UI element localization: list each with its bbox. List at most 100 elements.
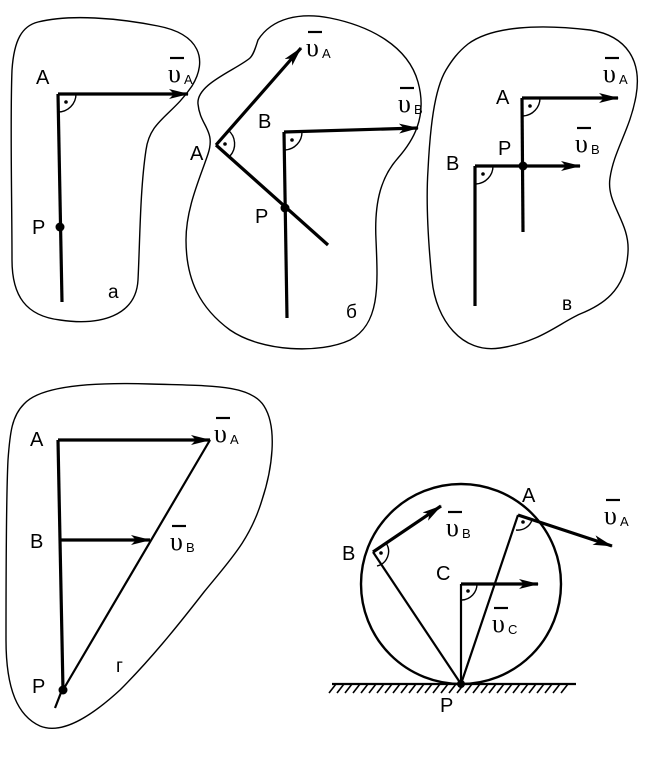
hatch-mark [440, 683, 449, 694]
velocity-sub-b-g: B [186, 540, 195, 555]
body-outline-v [426, 26, 638, 350]
label-b-g: B [30, 531, 43, 553]
hatch-mark [464, 683, 473, 694]
body-outline-b [185, 15, 422, 350]
velocity-arrow-a-w [517, 513, 613, 548]
hatch-mark [408, 683, 417, 694]
label-p-g: P [32, 676, 45, 698]
hatch-mark [432, 683, 441, 694]
caption-g: г [116, 656, 123, 677]
label-a-g: A [30, 429, 44, 451]
panel-g: A B P υ A υ B г [5, 382, 273, 729]
right-angle-dot-a [64, 100, 68, 104]
label-p-v: P [498, 138, 511, 160]
point-p-v [518, 161, 528, 171]
velocity-sub-a-w: A [620, 514, 629, 529]
velocity-arrow-b-b [283, 123, 419, 134]
hatch-mark [520, 683, 529, 694]
hatch-mark [472, 683, 481, 694]
velocity-symbol-a-v: υ [603, 59, 616, 88]
velocity-sub-a-g: A [230, 432, 239, 447]
hatch-mark [480, 683, 489, 694]
label-b-w: B [342, 543, 355, 565]
velocity-arrow-a-b [214, 46, 303, 147]
velocity-sub-a: A [184, 72, 193, 87]
point-p-a [55, 222, 65, 232]
body-outline-a [10, 16, 201, 323]
right-angle-dot-a-b [223, 142, 227, 146]
ground-hatching [328, 683, 569, 694]
point-p-w [457, 680, 465, 688]
hatch-mark [328, 683, 337, 694]
velocity-symbol-b-w: υ [446, 513, 459, 542]
panel-v: A B P υ A υ B в [426, 26, 638, 350]
velocity-symbol-a-w: υ [604, 501, 617, 530]
velocity-sub-b-v: B [591, 142, 600, 157]
velocity-sub-c-w: C [508, 622, 517, 637]
velocity-sub-a-v: A [619, 72, 628, 87]
label-p-w: P [440, 695, 453, 717]
velocity-symbol-c-w: υ [492, 609, 505, 638]
hatch-mark [368, 683, 377, 694]
hatch-mark [512, 683, 521, 694]
hatch-mark [360, 683, 369, 694]
velocity-symbol-b-b: υ [398, 89, 411, 118]
hatch-mark [496, 683, 505, 694]
rod-bp [282, 131, 289, 319]
right-angle-mark-b-v [475, 165, 494, 185]
hatch-mark [504, 683, 513, 694]
velocity-symbol-a-b: υ [306, 33, 319, 62]
right-angle-mark-a-b [227, 129, 236, 157]
right-angle-dot-b-w [379, 551, 383, 555]
hatch-mark [384, 683, 393, 694]
panel-b: A B P υ A υ B б [185, 15, 423, 350]
velocity-symbol-a: υ [168, 59, 181, 88]
right-angle-dot-a-w [521, 520, 525, 524]
rod-a [56, 93, 64, 303]
caption-v: в [562, 294, 572, 315]
panel-a: A P υ A а [10, 16, 201, 323]
body-outline-g [5, 382, 273, 729]
hatch-mark [336, 683, 345, 694]
hatch-mark [416, 683, 425, 694]
velocity-symbol-b-g: υ [170, 527, 183, 556]
caption-b: б [346, 302, 357, 323]
right-angle-dot-a-v [528, 104, 532, 108]
right-angle-dot-c-w [466, 589, 470, 593]
caption-a: а [108, 282, 119, 303]
hatch-mark [400, 683, 409, 694]
right-angle-mark-a-v [522, 97, 541, 117]
rod-ap-g [56, 439, 65, 691]
segment-ap [459, 514, 520, 685]
segment-bp [372, 551, 462, 685]
hatch-mark [448, 683, 457, 694]
label-p-b: P [255, 206, 268, 228]
label-a-w: A [522, 485, 536, 507]
hatch-mark [488, 683, 497, 694]
hatch-mark [552, 683, 561, 694]
hatch-mark [536, 683, 545, 694]
label-b-b: B [258, 111, 271, 133]
velocity-sub-a-b: A [322, 46, 331, 61]
hatch-mark [344, 683, 353, 694]
label-a-b: A [190, 143, 204, 165]
velocity-sub-b-b: B [414, 102, 423, 117]
right-angle-dot-b-v [481, 172, 485, 176]
right-angle-mark-b-b [284, 131, 303, 151]
velocity-arrow-b-w [372, 504, 442, 554]
hatch-mark [392, 683, 401, 694]
rod-ap [214, 143, 330, 247]
hatch-mark [424, 683, 433, 694]
right-angle-mark-a-w [515, 519, 533, 531]
hatch-mark [352, 683, 361, 694]
label-a-v: A [496, 87, 510, 109]
hatch-mark [544, 683, 553, 694]
label-a-a: A [36, 67, 50, 89]
right-angle-mark-c-w [461, 583, 478, 601]
panel-wheel: B A C P υ B υ A υ C [328, 482, 629, 717]
label-p-a: P [32, 217, 45, 239]
point-p-b [280, 203, 290, 213]
velocity-sub-b-w: B [462, 526, 471, 541]
